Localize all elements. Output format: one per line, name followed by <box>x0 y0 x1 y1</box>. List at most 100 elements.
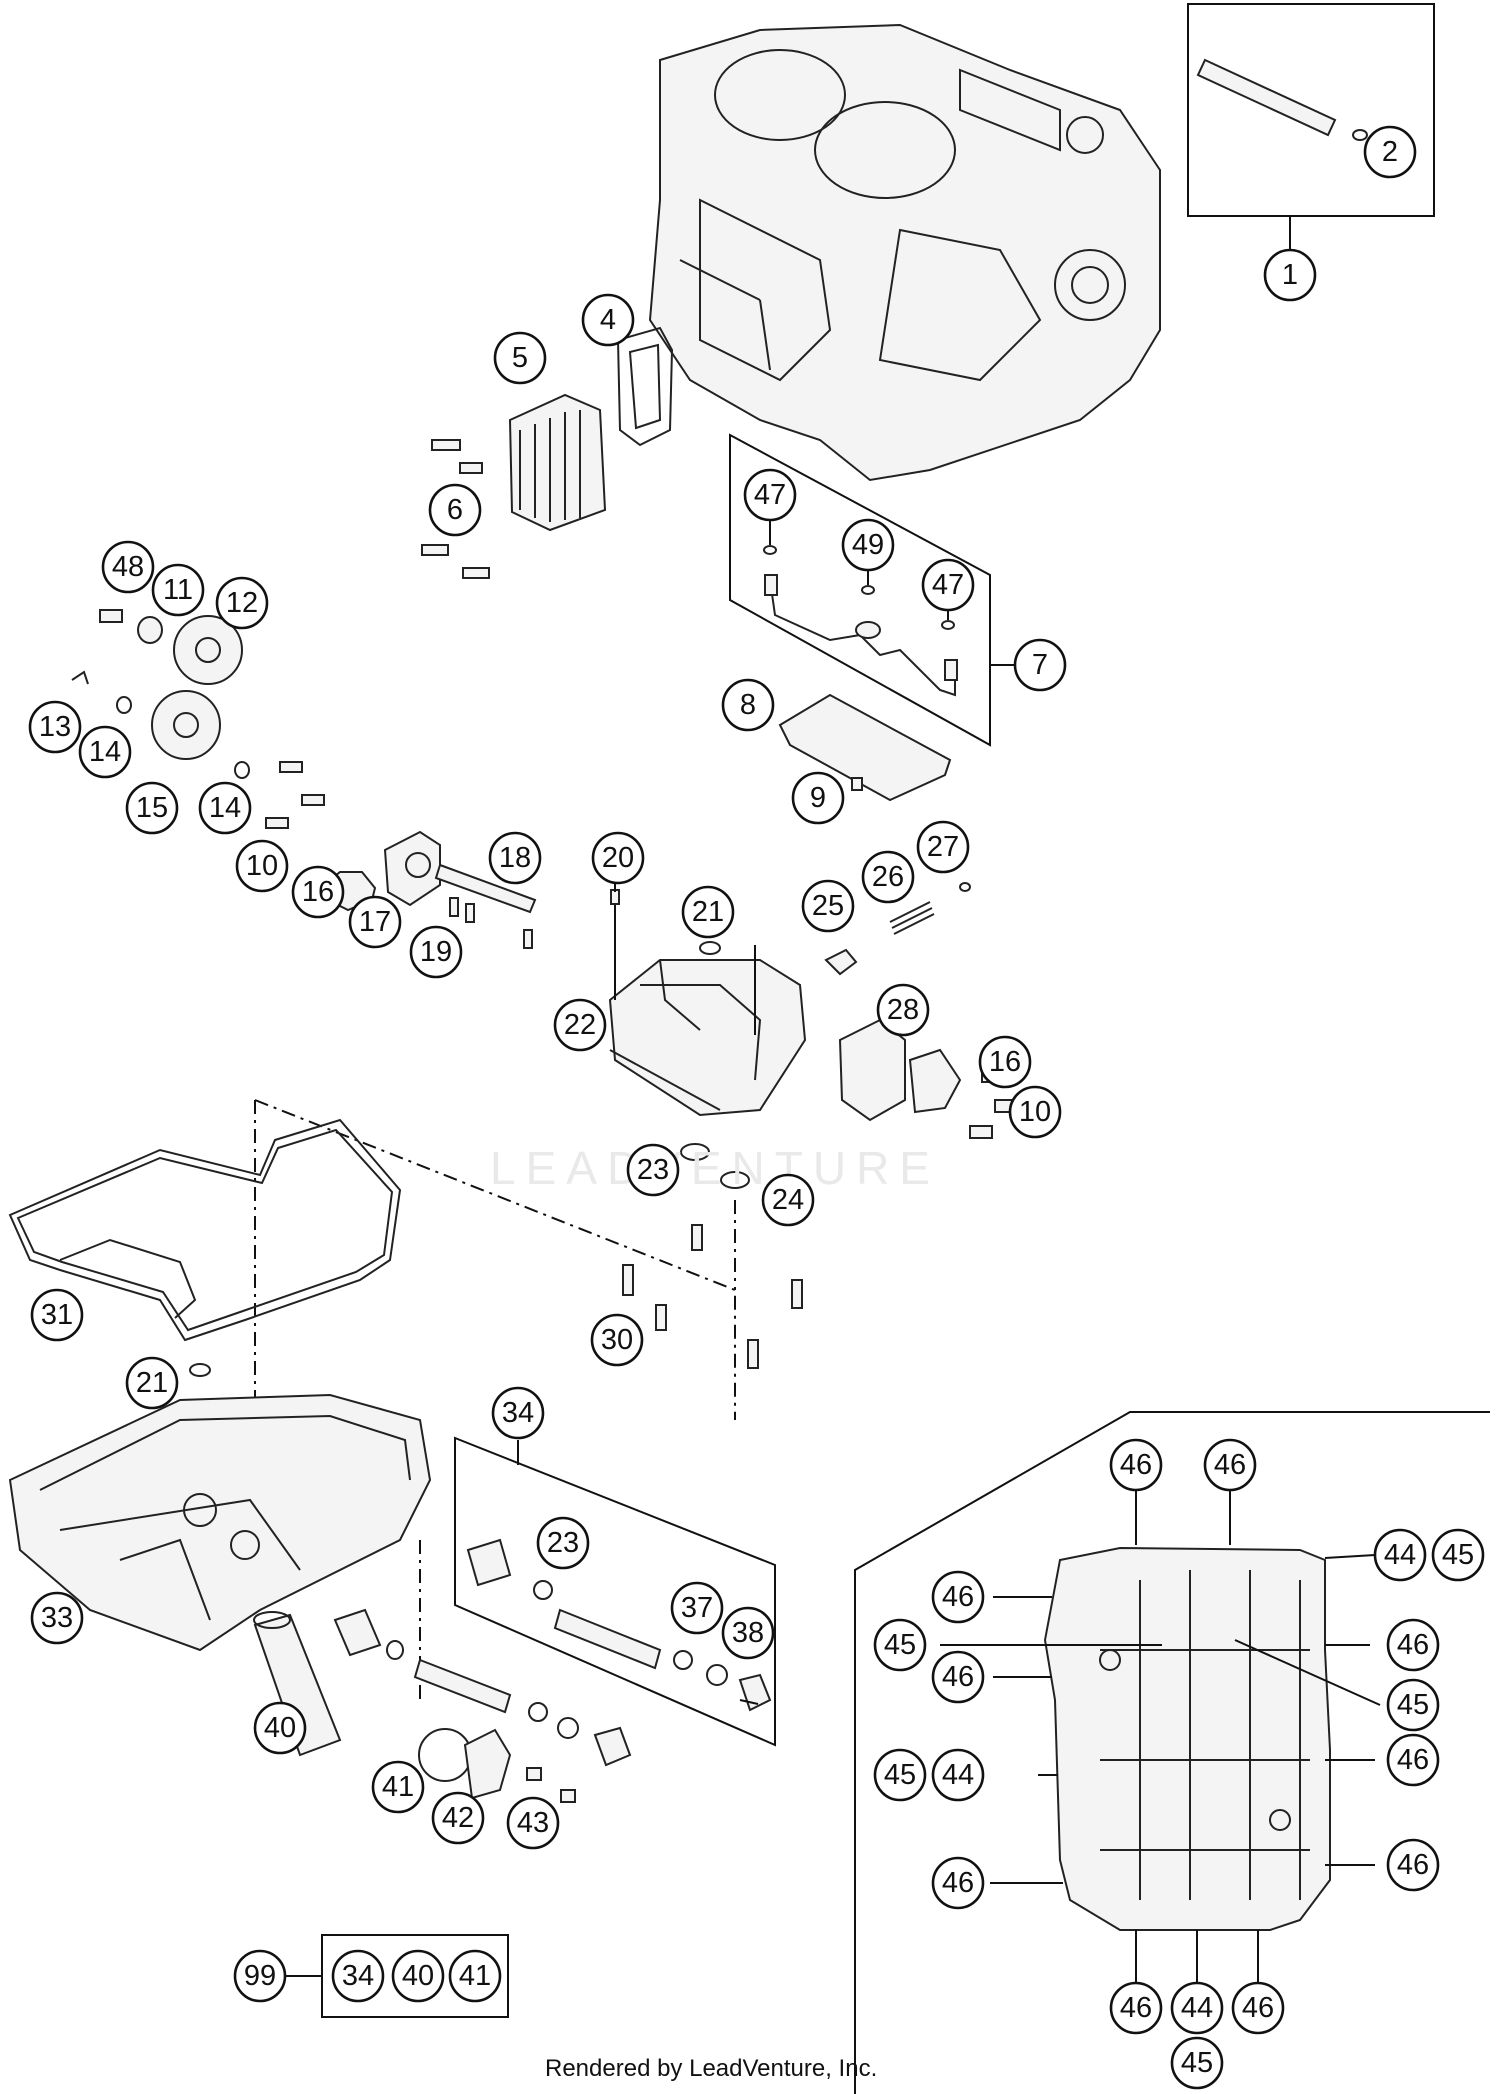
svg-text:44: 44 <box>1181 1992 1213 2024</box>
svg-text:46: 46 <box>1214 1449 1246 1481</box>
cover-plate-illustration <box>778 693 952 802</box>
svg-text:17: 17 <box>359 906 391 938</box>
detail-callout-45-left-2[interactable]: 45 <box>873 1618 927 1672</box>
callout-14b[interactable]: 14 <box>198 781 252 835</box>
callout-19[interactable]: 19 <box>409 925 463 979</box>
callout-4[interactable]: 4 <box>581 293 635 347</box>
callout-9[interactable]: 9 <box>791 771 845 825</box>
svg-text:18: 18 <box>499 842 531 874</box>
callout-13[interactable]: 13 <box>28 700 82 754</box>
detail-callout-45-left-4[interactable]: 45 <box>873 1748 927 1802</box>
callout-2[interactable]: 2 <box>1363 125 1417 179</box>
svg-text:44: 44 <box>1384 1539 1416 1571</box>
detail-callout-46-left-1[interactable]: 46 <box>931 1570 985 1624</box>
svg-text:47: 47 <box>754 479 786 511</box>
callout-11[interactable]: 11 <box>151 563 205 617</box>
detail-callout-46-right-2[interactable]: 46 <box>1386 1618 1440 1672</box>
callout-47a[interactable]: 47 <box>743 468 797 522</box>
callout-7[interactable]: 7 <box>1013 638 1067 692</box>
detail-callout-46-bottom-left[interactable]: 46 <box>1109 1981 1163 2035</box>
callout-38[interactable]: 38 <box>721 1606 775 1660</box>
kit-callout-41[interactable]: 41 <box>448 1949 502 2003</box>
detail-callout-45-bottom-mid[interactable]: 45 <box>1170 2036 1224 2090</box>
svg-text:8: 8 <box>740 689 756 721</box>
callout-23a[interactable]: 23 <box>626 1143 680 1197</box>
callout-41[interactable]: 41 <box>371 1760 425 1814</box>
svg-text:40: 40 <box>402 1960 434 1992</box>
callout-16a[interactable]: 16 <box>291 865 345 919</box>
callout-21b[interactable]: 21 <box>125 1356 179 1410</box>
svg-text:41: 41 <box>382 1771 414 1803</box>
detail-callout-46-right-4[interactable]: 46 <box>1386 1733 1440 1787</box>
svg-text:21: 21 <box>136 1367 168 1399</box>
pump-drive-illustration <box>71 609 537 949</box>
svg-text:28: 28 <box>887 994 919 1026</box>
callout-37[interactable]: 37 <box>670 1581 724 1635</box>
detail-callout-44-bottom-mid[interactable]: 44 <box>1170 1981 1224 2035</box>
callout-30[interactable]: 30 <box>590 1313 644 1367</box>
svg-text:5: 5 <box>512 342 528 374</box>
callout-10b[interactable]: 10 <box>1008 1085 1062 1139</box>
svg-text:46: 46 <box>1120 1992 1152 2024</box>
callout-21a[interactable]: 21 <box>681 885 735 939</box>
callout-47b[interactable]: 47 <box>921 558 975 612</box>
callout-33[interactable]: 33 <box>30 1591 84 1645</box>
detail-callout-46-left-5[interactable]: 46 <box>931 1856 985 1910</box>
callout-99[interactable]: 99 <box>233 1949 287 2003</box>
svg-text:22: 22 <box>564 1009 596 1041</box>
callout-8[interactable]: 8 <box>721 678 775 732</box>
callout-10a[interactable]: 10 <box>235 839 289 893</box>
detail-callout-44-left-4[interactable]: 44 <box>931 1748 985 1802</box>
callout-5[interactable]: 5 <box>493 331 547 385</box>
svg-text:46: 46 <box>1120 1449 1152 1481</box>
svg-text:37: 37 <box>681 1592 713 1624</box>
callout-6[interactable]: 6 <box>428 483 482 537</box>
kit-callout-40[interactable]: 40 <box>391 1949 445 2003</box>
detail-callout-46-left-3[interactable]: 46 <box>931 1650 985 1704</box>
detail-callout-46-bottom-right[interactable]: 46 <box>1231 1981 1285 2035</box>
callout-26[interactable]: 26 <box>861 850 915 904</box>
detail-callout-46-top-left[interactable]: 46 <box>1109 1438 1163 1492</box>
svg-text:12: 12 <box>226 587 258 619</box>
detail-callout-45-right-3[interactable]: 45 <box>1386 1678 1440 1732</box>
callout-20[interactable]: 20 <box>591 831 645 885</box>
callout-16b[interactable]: 16 <box>978 1035 1032 1089</box>
callout-28[interactable]: 28 <box>876 983 930 1037</box>
detail-callout-46-right-5[interactable]: 46 <box>1386 1838 1440 1892</box>
callout-42[interactable]: 42 <box>431 1791 485 1845</box>
callout-15[interactable]: 15 <box>125 781 179 835</box>
detail-callout-46-top-mid[interactable]: 46 <box>1203 1438 1257 1492</box>
svg-text:14: 14 <box>209 792 241 824</box>
svg-text:46: 46 <box>942 1581 974 1613</box>
callout-34[interactable]: 34 <box>491 1386 545 1440</box>
svg-text:46: 46 <box>1397 1849 1429 1881</box>
svg-text:13: 13 <box>39 711 71 743</box>
svg-text:31: 31 <box>41 1299 73 1331</box>
callout-18[interactable]: 18 <box>488 831 542 885</box>
callout-49[interactable]: 49 <box>841 518 895 572</box>
svg-text:45: 45 <box>1181 2047 1213 2079</box>
svg-text:42: 42 <box>442 1802 474 1834</box>
svg-text:23: 23 <box>547 1527 579 1559</box>
callout-12[interactable]: 12 <box>215 576 269 630</box>
callout-48[interactable]: 48 <box>101 540 155 594</box>
callout-27[interactable]: 27 <box>916 820 970 874</box>
callout-23b[interactable]: 23 <box>536 1516 590 1570</box>
svg-text:2: 2 <box>1382 136 1398 168</box>
callout-25[interactable]: 25 <box>801 879 855 933</box>
svg-text:16: 16 <box>989 1046 1021 1078</box>
kit-callout-34[interactable]: 34 <box>331 1949 385 2003</box>
svg-text:7: 7 <box>1032 649 1048 681</box>
svg-text:44: 44 <box>942 1759 974 1791</box>
callout-24[interactable]: 24 <box>761 1173 815 1227</box>
leader-lines <box>614 520 949 1705</box>
callout-1[interactable]: 1 <box>1263 248 1317 302</box>
callout-40[interactable]: 40 <box>253 1701 307 1755</box>
callout-17[interactable]: 17 <box>348 895 402 949</box>
detail-callout-44-top-right[interactable]: 44 <box>1373 1528 1427 1582</box>
callout-43[interactable]: 43 <box>506 1796 560 1850</box>
callout-22[interactable]: 22 <box>553 998 607 1052</box>
callout-31[interactable]: 31 <box>30 1288 84 1342</box>
callout-14a[interactable]: 14 <box>78 725 132 779</box>
detail-callout-45-top-right[interactable]: 45 <box>1431 1528 1485 1582</box>
